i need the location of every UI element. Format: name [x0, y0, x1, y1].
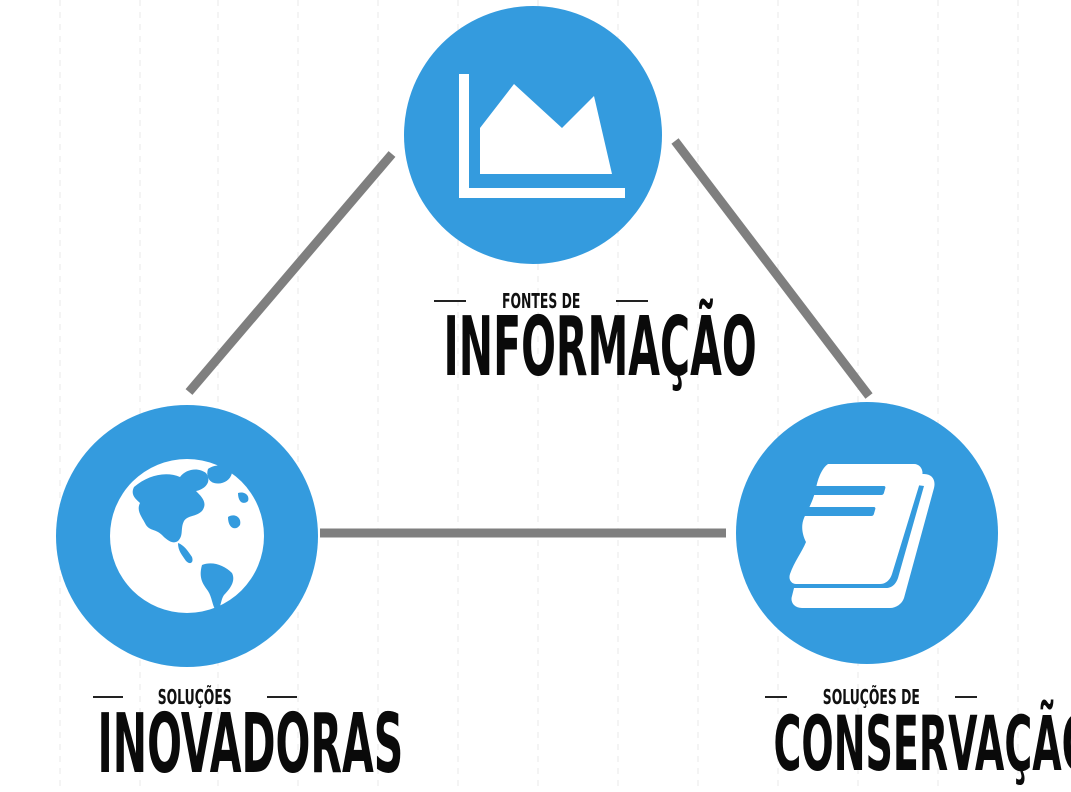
area-chart-icon: [459, 74, 625, 198]
globe-icon: [110, 459, 264, 613]
label-big-text: INOVADORAS: [97, 697, 404, 792]
label-fontes-de-informacao: FONTES DE INFORMAÇÃO: [346, 284, 757, 395]
label-dash-left: [764, 695, 787, 698]
node-fontes-de-informacao: [404, 6, 662, 264]
label-solucoes-de-conservacao: SOLUÇÕES DE CONSERVAÇÃO: [676, 680, 1071, 788]
node-solucoes-inovadoras: [56, 405, 318, 667]
connector-top-left: [185, 151, 396, 395]
label-small-text: SOLUÇÕES DE: [822, 684, 920, 709]
label-big-text: CONSERVAÇÃO: [773, 699, 1071, 788]
label-solucoes-inovadoras: SOLUÇÕES INOVADORAS: [0, 680, 404, 792]
label-dash-right: [266, 695, 297, 698]
label-small-text: SOLUÇÕES: [157, 684, 233, 709]
node-solucoes-de-conservacao: [736, 402, 998, 664]
label-small-text: FONTES DE: [501, 288, 581, 313]
label-dash-right: [616, 299, 649, 302]
book-icon: [789, 464, 935, 608]
label-dash-left: [93, 695, 124, 698]
label-dash-right: [955, 695, 978, 698]
label-dash-left: [433, 299, 466, 302]
connector-top-right: [671, 138, 873, 399]
label-big-text: INFORMAÇÃO: [443, 300, 757, 395]
